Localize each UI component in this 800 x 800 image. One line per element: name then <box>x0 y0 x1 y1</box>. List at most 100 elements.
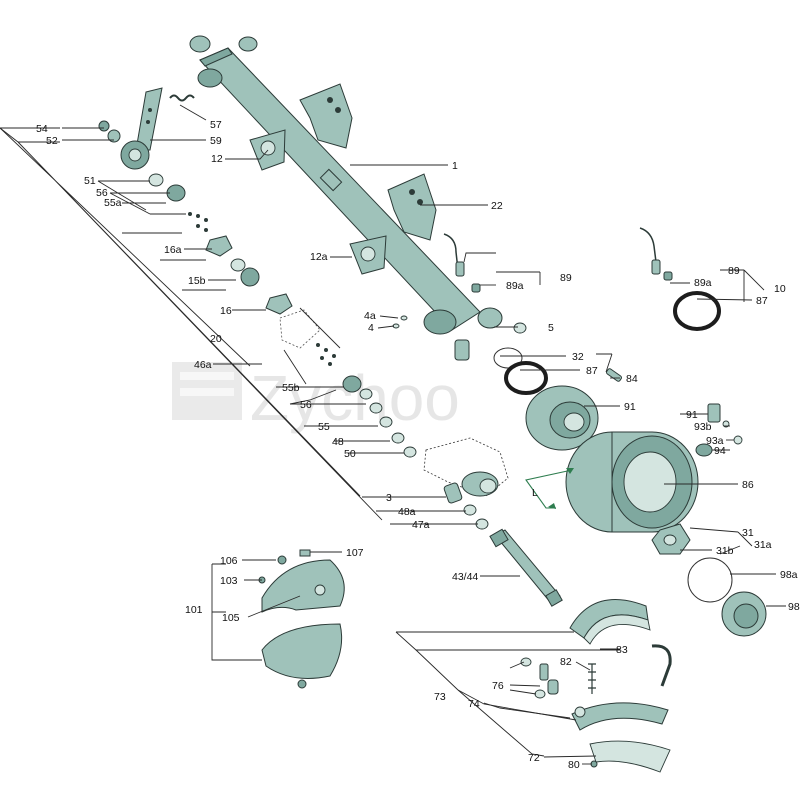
slack-adjuster <box>120 87 163 170</box>
label-16a: 16a <box>164 244 182 256</box>
label-1: 1 <box>452 160 458 172</box>
part-107 <box>299 549 311 557</box>
part-52 <box>107 129 121 143</box>
label-93a: 93a <box>706 435 724 447</box>
camshaft-bushings <box>342 375 417 458</box>
camshaft-seals <box>148 173 293 315</box>
label-56-b: 56 <box>300 399 312 411</box>
label-93b: 93b <box>694 421 712 433</box>
label-84: 84 <box>626 373 638 385</box>
label-91-bolt: 91 <box>686 409 698 421</box>
label-20: 20 <box>210 333 222 345</box>
label-54: 54 <box>36 123 48 135</box>
spring-bracket-upper <box>299 83 353 149</box>
callout-labels: 1 22 12 12a 57 59 54 52 51 56 55a 16a 15… <box>36 119 800 771</box>
label-50: 50 <box>344 448 356 460</box>
label-51: 51 <box>84 175 96 187</box>
rollers-76 <box>520 657 559 699</box>
label-72: 72 <box>528 752 540 764</box>
seal-ring-87-right <box>673 291 721 331</box>
camshaft-43-44 <box>489 528 563 607</box>
label-22: 22 <box>491 200 503 212</box>
hub-nut-31 <box>651 523 691 555</box>
spring-82 <box>588 663 596 694</box>
label-106: 106 <box>220 555 238 567</box>
label-107: 107 <box>346 547 364 559</box>
label-89-right: 89 <box>728 265 740 277</box>
dimension-L <box>525 468 574 509</box>
label-15b: 15b <box>188 275 206 287</box>
brake-shoe-upper <box>569 599 651 645</box>
label-87-left: 87 <box>586 365 598 377</box>
label-52: 52 <box>46 135 58 147</box>
leader-lines <box>0 104 786 765</box>
hub-cap-98 <box>721 591 767 637</box>
label-57: 57 <box>210 119 222 131</box>
label-89a-left: 89a <box>506 280 524 292</box>
label-94: 94 <box>714 445 726 457</box>
label-16: 16 <box>220 305 232 317</box>
bolt-106 <box>277 555 287 565</box>
label-103: 103 <box>220 575 238 587</box>
label-dimension-L: L <box>532 487 538 499</box>
camshaft-bracket-12a <box>349 235 387 275</box>
label-56-a: 56 <box>96 187 108 199</box>
label-101: 101 <box>185 604 203 616</box>
part-54 <box>98 120 110 132</box>
label-4: 4 <box>368 322 374 334</box>
abs-sensor-right <box>639 227 673 281</box>
label-12: 12 <box>211 153 223 165</box>
seal-87-left <box>504 361 548 395</box>
abs-sensor-left <box>443 233 481 293</box>
label-55a: 55a <box>104 197 122 209</box>
label-47a: 47a <box>412 519 430 531</box>
axle-beam <box>189 35 503 335</box>
bushes-3-48a-47a <box>443 482 489 530</box>
label-31: 31 <box>742 527 754 539</box>
watermark: Zychoo <box>172 362 460 434</box>
label-10: 10 <box>774 283 786 295</box>
label-80: 80 <box>568 759 580 771</box>
brake-drum-86 <box>565 431 699 533</box>
dust-shield-lower <box>261 623 343 679</box>
brake-shoe-lower <box>571 702 669 731</box>
brake-spider-outline <box>423 437 509 497</box>
label-76: 76 <box>492 680 504 692</box>
part-84 <box>606 368 622 382</box>
label-48: 48 <box>332 436 344 448</box>
label-89a-right: 89a <box>694 277 712 289</box>
spring-57 <box>169 94 195 102</box>
spring-83 <box>651 644 672 687</box>
brake-lining-72 <box>589 740 671 773</box>
label-46a: 46a <box>194 359 212 371</box>
label-5: 5 <box>548 322 554 334</box>
label-12a: 12a <box>310 251 328 263</box>
label-83: 83 <box>616 644 628 656</box>
label-73: 73 <box>434 691 446 703</box>
label-87-right: 87 <box>756 295 768 307</box>
o-ring-32 <box>493 347 523 369</box>
label-82: 82 <box>560 656 572 668</box>
label-32: 32 <box>572 351 584 363</box>
o-ring-98a <box>687 557 733 603</box>
label-31b: 31b <box>716 545 734 557</box>
watermark-text: Zychoo <box>250 362 460 434</box>
label-105: 105 <box>222 612 240 624</box>
label-74: 74 <box>468 698 480 710</box>
label-48a: 48a <box>398 506 416 518</box>
label-31a: 31a <box>754 539 772 551</box>
label-55: 55 <box>318 421 330 433</box>
label-98a: 98a <box>780 569 798 581</box>
label-3: 3 <box>386 492 392 504</box>
label-55b: 55b <box>282 382 300 394</box>
label-86: 86 <box>742 479 754 491</box>
label-4a: 4a <box>364 310 376 322</box>
spring-bracket-lower <box>387 173 437 241</box>
label-91-hub: 91 <box>624 401 636 413</box>
wheel-bolt-nut <box>695 403 743 457</box>
wheel-hub-91 <box>525 385 599 451</box>
label-43-44: 43/44 <box>452 571 478 583</box>
dust-shield-upper <box>261 559 345 613</box>
label-59: 59 <box>210 135 222 147</box>
